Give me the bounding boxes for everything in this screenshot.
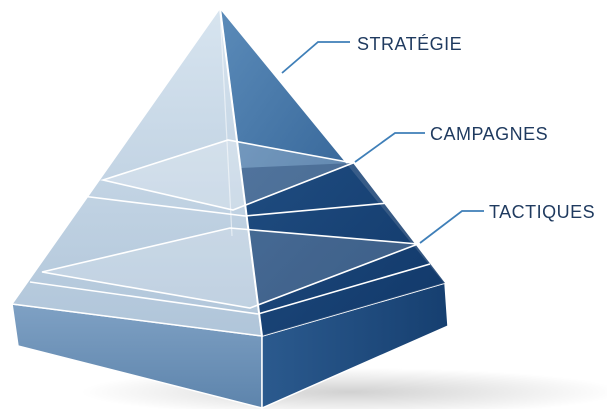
leader-line-strategie	[281, 41, 350, 74]
leader-line-campagnes	[354, 132, 425, 163]
level-cut-campagnes	[41, 227, 419, 309]
level-label-campagnes: CAMPAGNES	[430, 124, 549, 144]
level-label-strategie: STRATÉGIE	[357, 34, 463, 54]
band-line-right-2	[257, 263, 431, 315]
band-line-left-1	[81, 195, 246, 217]
leader-line-tactiques	[419, 210, 484, 244]
inner-back-edge	[219, 7, 233, 237]
band-line-right-1	[244, 202, 389, 217]
level-cut-strategie	[99, 139, 356, 211]
front-edge	[219, 7, 263, 337]
band-line-left-2	[29, 281, 259, 315]
level-label-tactiques: TACTIQUES	[489, 202, 596, 222]
